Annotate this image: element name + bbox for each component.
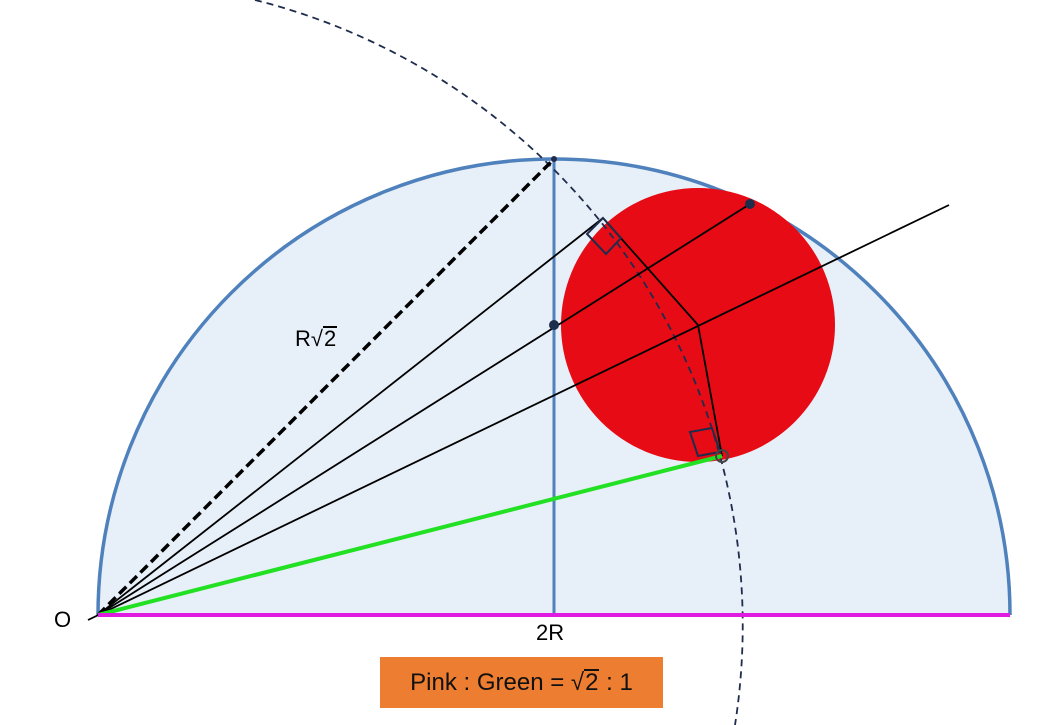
line-to-tangent-point	[97, 203, 751, 616]
dashed-arc-r-sqrt2	[254, 0, 744, 725]
point-marker-vertical	[549, 320, 559, 330]
radius-radicand: 2	[322, 326, 338, 351]
point-marker-top	[551, 156, 557, 162]
ratio-suffix: : 1	[599, 668, 633, 696]
right-angle-marker-bottom	[688, 426, 722, 458]
ratio-prefix: Pink : Green =	[410, 668, 571, 696]
line-through-center	[87, 204, 950, 621]
line-to-perpendicular-foot	[97, 217, 604, 616]
point-marker-arc-top	[745, 199, 755, 209]
center-to-tangent-segment	[697, 324, 723, 457]
diameter-label: 2R	[536, 620, 565, 645]
green-line	[97, 454, 723, 617]
ratio-sqrt: √2	[570, 668, 600, 697]
dashed-radius-line	[96, 157, 556, 617]
origin-label: O	[54, 607, 72, 632]
radius-label: R√2	[295, 326, 338, 351]
radius-sqrt: √2	[310, 326, 338, 351]
point-marker-tangent	[715, 449, 729, 463]
sqrt-symbol: √	[310, 326, 323, 351]
ratio-box: Pink : Green = √2 : 1	[380, 657, 663, 708]
ratio-sqrt-symbol: √	[570, 668, 585, 696]
right-angle-marker-top	[585, 216, 623, 256]
ratio-radicand: 2	[584, 668, 600, 696]
radius-label-prefix: R	[295, 326, 311, 351]
